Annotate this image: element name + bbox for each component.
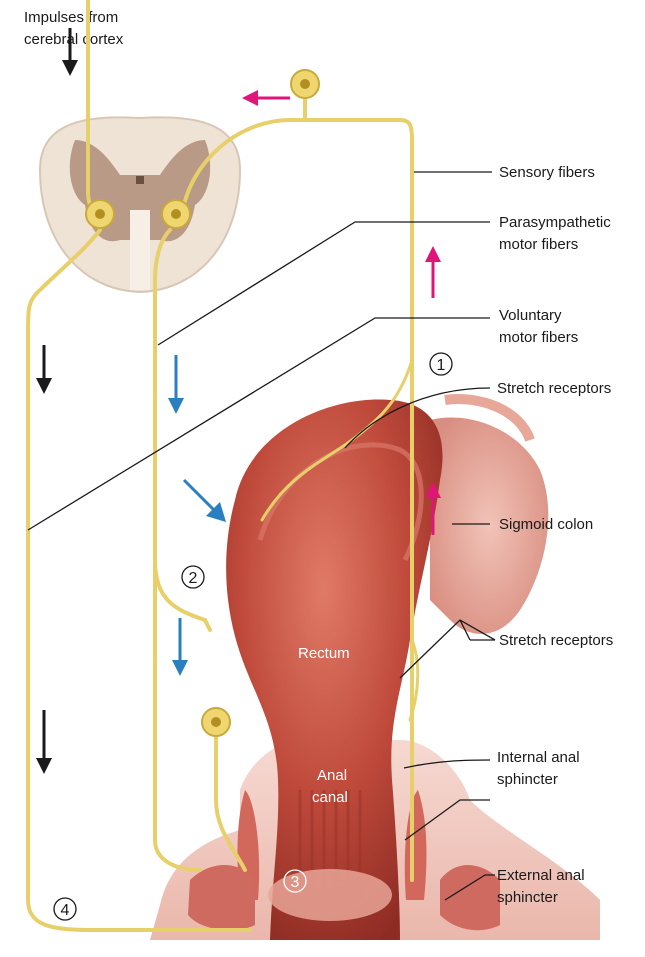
- label-parasympathetic-1: Parasympathetic: [499, 214, 611, 231]
- parasympathetic-diag-arrow: [184, 480, 226, 522]
- header-line-2: cerebral cortex: [24, 31, 124, 48]
- voluntary-down-arrow-2: [36, 710, 52, 774]
- label-canal: canal: [312, 789, 348, 806]
- label-sigmoid-colon: Sigmoid colon: [499, 516, 593, 533]
- blue-arrows: [168, 355, 226, 676]
- label-external-anal-2: sphincter: [497, 889, 558, 906]
- header-text: Impulses from cerebral cortex: [24, 9, 124, 48]
- sensory-up-arrow-1: [425, 246, 441, 298]
- parasympathetic-down-arrow-1: [168, 355, 184, 414]
- step-3-number: 3: [291, 874, 300, 891]
- label-sensory-fibers: Sensory fibers: [499, 164, 595, 181]
- step-1-number: 1: [437, 357, 446, 374]
- voluntary-down-arrow-1: [36, 345, 52, 394]
- label-internal-anal-1: Internal anal: [497, 749, 580, 766]
- step-2-marker: 2: [182, 566, 204, 588]
- step-4-number: 4: [61, 902, 70, 919]
- step-1-marker: 1: [430, 353, 452, 375]
- label-anal: Anal: [317, 767, 347, 784]
- label-parasympathetic-2: motor fibers: [499, 236, 578, 253]
- step-2-number: 2: [189, 570, 198, 587]
- label-internal-anal-2: sphincter: [497, 771, 558, 788]
- label-external-anal-1: External anal: [497, 867, 585, 884]
- sensory-left-arrow: [242, 90, 290, 106]
- label-stretch-receptors-top: Stretch receptors: [497, 380, 611, 397]
- voluntary-motor-fiber: [28, 230, 250, 930]
- spinal-cord-section: [40, 117, 240, 292]
- parasympathetic-down-arrow-2: [172, 618, 188, 676]
- step-4-marker: 4: [54, 898, 76, 920]
- header-line-1: Impulses from: [24, 9, 118, 26]
- label-stretch-receptors-bottom: Stretch receptors: [499, 632, 613, 649]
- label-voluntary-1: Voluntary: [499, 307, 562, 324]
- label-rectum: Rectum: [298, 645, 350, 662]
- label-voluntary-2: motor fibers: [499, 329, 578, 346]
